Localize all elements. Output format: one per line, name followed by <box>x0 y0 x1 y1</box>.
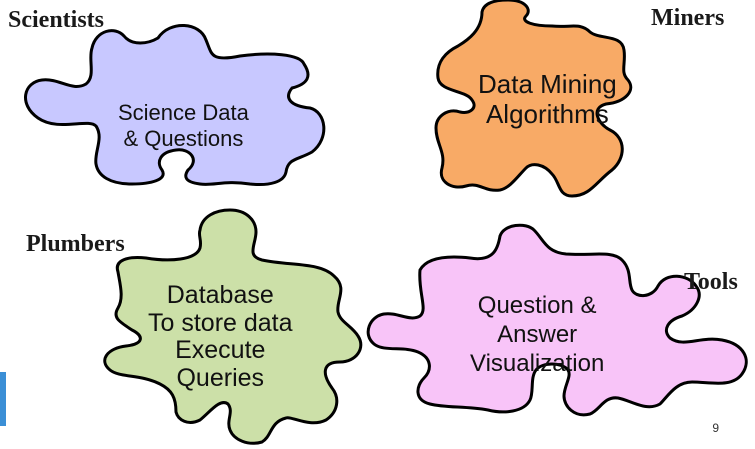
database-line-3: Execute <box>175 336 266 364</box>
mining-line-2: Algorithms <box>485 98 609 129</box>
mining-puzzle-piece <box>434 0 633 198</box>
visualization-piece-text: Question & Answer Visualization <box>470 292 604 378</box>
science-puzzle-piece <box>24 24 326 186</box>
science-piece-text: Science Data & Questions <box>118 100 249 153</box>
edge-accent-bar <box>0 372 6 426</box>
science-line-1: Science Data <box>118 100 249 125</box>
slide-number: 9 <box>712 421 719 435</box>
visualization-line-1: Question & <box>477 292 597 319</box>
tools-label: Tools <box>684 269 738 295</box>
database-line-4: Queries <box>176 363 265 392</box>
database-line-1: Database <box>166 281 274 309</box>
database-puzzle-piece <box>103 208 363 445</box>
miners-label: Miners <box>651 5 725 31</box>
visualization-puzzle-piece <box>366 223 748 417</box>
visualization-line-2: Answer <box>497 320 578 348</box>
mining-line-1: Data Mining <box>478 69 617 99</box>
database-piece-text: Database To store data Execute Queries <box>148 281 293 392</box>
visualization-line-3: Visualization <box>470 349 605 377</box>
mining-piece-text: Data Mining Algorithms <box>478 69 617 130</box>
science-line-2: & Questions <box>123 126 244 152</box>
database-line-2: To store data <box>148 308 293 337</box>
plumbers-label: Plumbers <box>26 231 125 257</box>
scientists-label: Scientists <box>8 7 104 33</box>
